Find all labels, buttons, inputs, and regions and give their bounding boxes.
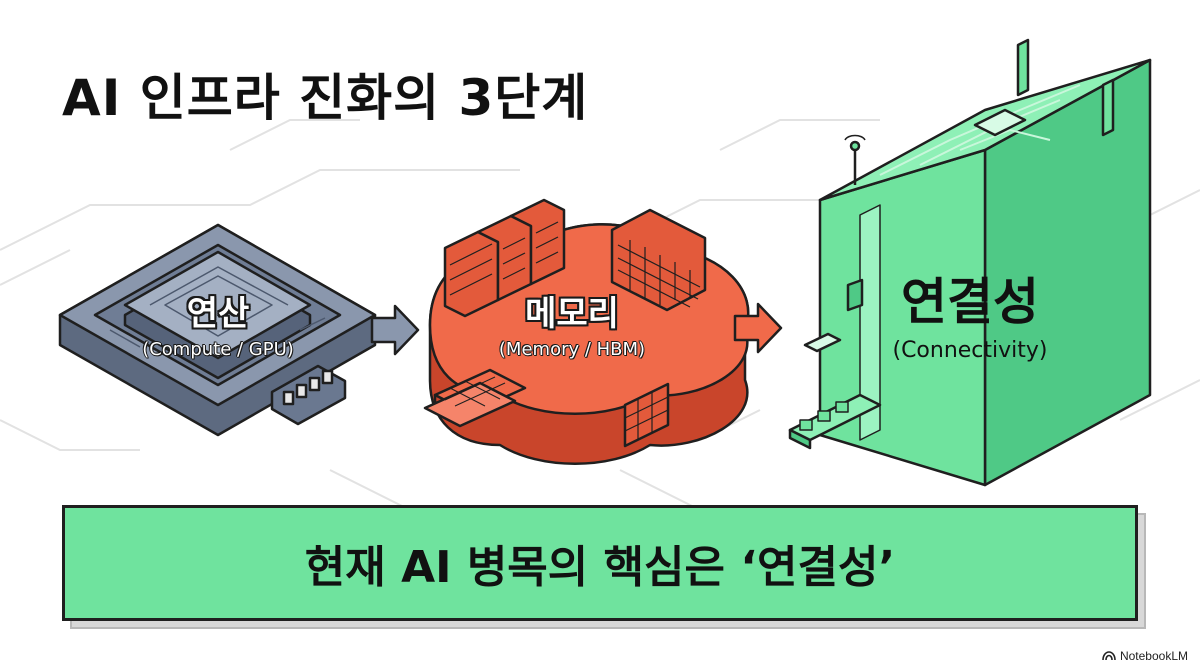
stage-label-connectivity: 연결성 (Connectivity) xyxy=(860,262,1080,363)
stage-label-memory: 메모리 (Memory / HBM) xyxy=(452,286,692,360)
arrow-right-icon-2 xyxy=(733,302,783,354)
stage-subtitle-connectivity: (Connectivity) xyxy=(892,338,1048,363)
page-title: AI 인프라 진화의 3단계 xyxy=(62,69,589,127)
stage-label-compute: 연산 (Compute / GPU) xyxy=(98,286,338,360)
stage-name-memory: 메모리 xyxy=(525,294,619,334)
stage-subtitle-compute: (Compute / GPU) xyxy=(142,339,294,360)
branding-text: NotebookLM xyxy=(1119,649,1188,663)
stage-name-connectivity: 연결성 xyxy=(901,273,1039,331)
branding: NotebookLM xyxy=(1102,649,1188,663)
notebooklm-logo-icon xyxy=(1102,651,1116,661)
gpu-chip-icon xyxy=(58,223,377,437)
banner-text: 현재 AI 병목의 핵심은 ‘연결성’ xyxy=(304,542,896,593)
connectivity-datacenter-icon xyxy=(788,38,1152,487)
stage-name-compute: 연산 xyxy=(186,294,250,334)
conclusion-banner: 현재 AI 병목의 핵심은 ‘연결성’ xyxy=(62,505,1138,621)
stage-subtitle-memory: (Memory / HBM) xyxy=(498,339,646,360)
arrow-right-icon xyxy=(370,304,420,356)
hbm-memory-icon xyxy=(423,198,750,465)
